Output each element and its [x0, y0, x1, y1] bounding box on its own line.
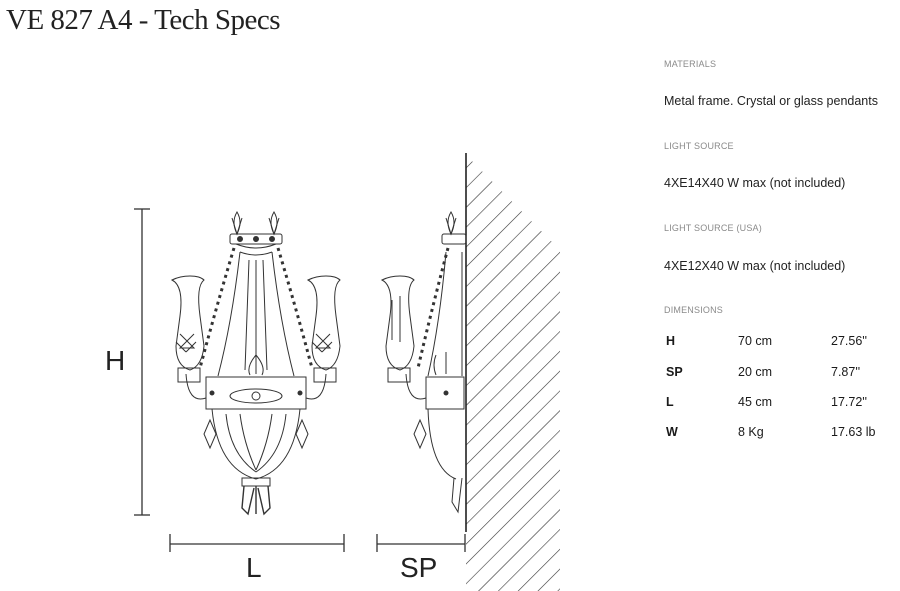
dimension-key: H — [666, 334, 676, 348]
dimension-row-weight: W 8 Kg 17.63 lb — [664, 425, 900, 443]
dimension-metric: 8 Kg — [738, 425, 764, 439]
dimension-imperial: 17.72'' — [831, 395, 868, 409]
height-label: H — [105, 345, 126, 376]
projection-dimension-line — [376, 534, 466, 552]
length-label: L — [246, 552, 262, 583]
light-source-label: LIGHT SOURCE — [664, 141, 734, 151]
dimension-imperial: 7.87'' — [831, 365, 861, 379]
side-view-sconce — [380, 211, 467, 514]
dimensions-label: DIMENSIONS — [664, 305, 724, 315]
materials-label: MATERIALS — [664, 59, 717, 69]
dimension-metric: 45 cm — [738, 395, 773, 409]
light-source-value: 4XE14X40 W max (not included) — [664, 176, 846, 190]
projection-label: SP — [400, 552, 438, 583]
dimension-key: L — [666, 395, 674, 409]
dimension-key: SP — [666, 365, 683, 379]
dimension-row-height: H 70 cm 27.56'' — [664, 334, 900, 352]
dimension-row-length: L 45 cm 17.72'' — [664, 395, 900, 413]
wall-hatching — [465, 153, 560, 591]
dimension-metric: 20 cm — [738, 365, 773, 379]
materials-value: Metal frame. Crystal or glass pendants — [664, 94, 878, 108]
light-source-usa-label: LIGHT SOURCE (USA) — [664, 223, 762, 233]
page-title: VE 827 A4 - Tech Specs — [6, 4, 280, 36]
dimension-row-projection: SP 20 cm 7.87'' — [664, 365, 900, 383]
dimension-metric: 70 cm — [738, 334, 773, 348]
dimension-imperial: 27.56'' — [831, 334, 868, 348]
dimension-key: W — [666, 425, 678, 439]
height-dimension-line — [134, 208, 150, 516]
length-dimension-line — [169, 534, 345, 552]
light-source-usa-value: 4XE12X40 W max (not included) — [664, 259, 846, 273]
dimension-imperial: 17.63 lb — [831, 425, 876, 439]
front-view-sconce — [170, 211, 341, 516]
